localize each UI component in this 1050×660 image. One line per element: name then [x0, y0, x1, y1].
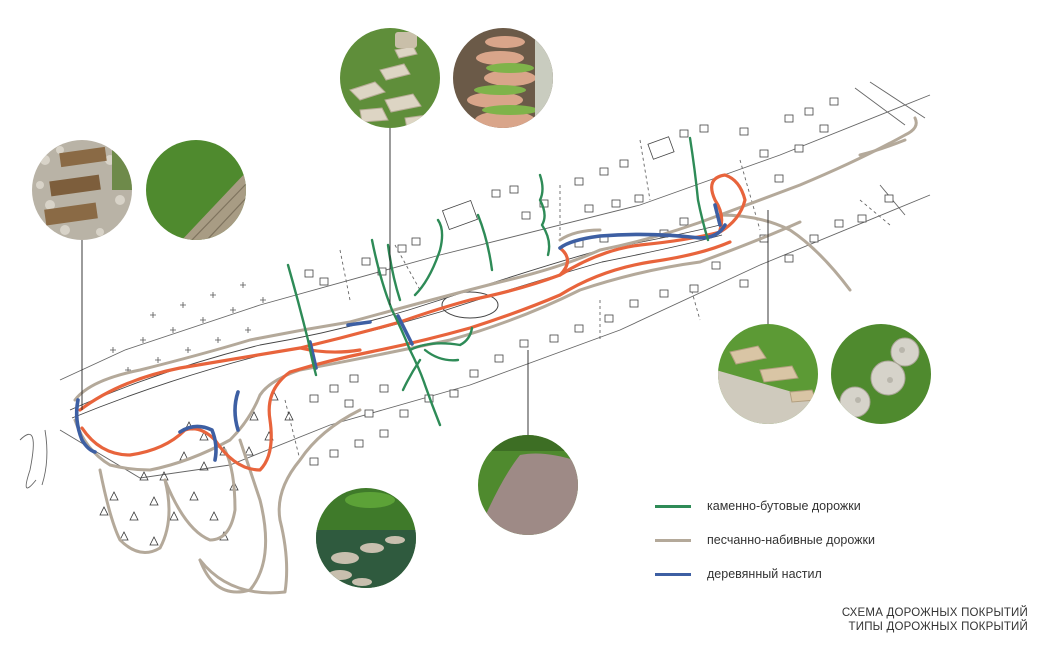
caption-line-2: ТИПЫ ДОРОЖНЫХ ПОКРЫТИЙ: [848, 621, 1028, 633]
sand-loop-3: [198, 438, 268, 594]
houses-sketch: [304, 97, 894, 466]
legend-label-sand: песчанно-набивные дорожки: [707, 533, 875, 547]
legend-swatch-sand: [655, 538, 691, 542]
stone-paths: [286, 136, 710, 427]
wooden-boards-in-grass-photo: [146, 140, 246, 240]
stepping-stones-in-moss-photo: [453, 28, 553, 128]
gravel-path-photo: [478, 435, 578, 535]
flagstone-path-photo: [340, 28, 440, 128]
sand-east-road: [718, 213, 852, 292]
legend: каменно-бутовые дорожки песчанно-набивны…: [655, 496, 975, 598]
legend-swatch-wood: [655, 572, 691, 576]
sand-loop-2: [163, 448, 237, 542]
sand-path-south: [73, 220, 802, 472]
legend-item-sand: песчанно-набивные дорожки: [655, 530, 975, 550]
wooden-steps-on-pebbles-photo: [32, 140, 132, 240]
sand-loop-4: [198, 408, 362, 595]
legend-label-stone: каменно-бутовые дорожки: [707, 499, 861, 513]
caption-line-1: СХЕМА ДОРОЖНЫХ ПОКРЫТИЙ: [841, 607, 1028, 619]
stone-edged-gravel-photo: [718, 324, 818, 424]
callout-lines: [81, 126, 769, 437]
legend-item-stone: каменно-бутовые дорожки: [655, 496, 975, 516]
legend-label-wood: деревянный настил: [707, 567, 822, 581]
stepping-stones-in-water-photo: [316, 488, 416, 588]
sand-east-branch: [858, 138, 907, 157]
sand-loop-1: [98, 468, 171, 554]
legend-swatch-stone: [655, 504, 691, 508]
plan-caption: СХЕМА ДОРОЖНЫХ ПОКРЫТИЙ ТИПЫ ДОРОЖНЫХ ПО…: [842, 606, 1028, 634]
round-pebble-pavers-photo: [831, 324, 931, 424]
field-marks-sketch: [110, 282, 266, 373]
wood-boardwalks: [74, 203, 727, 462]
sand-path-main: [73, 116, 918, 402]
sand-north-spur: [558, 228, 602, 242]
legend-item-wood: деревянный настил: [655, 564, 975, 584]
sand-paths: [73, 116, 918, 595]
site-boundary-sketch: [19, 81, 931, 489]
